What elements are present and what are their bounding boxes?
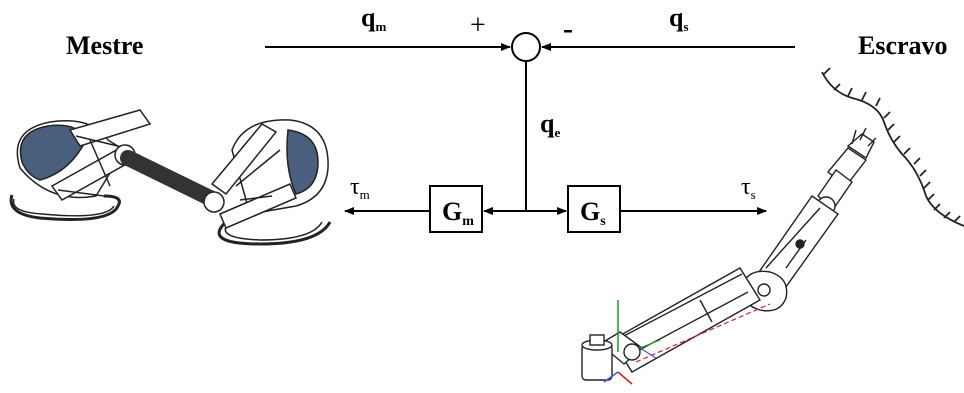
- svg-text:qm: qm: [361, 3, 386, 34]
- tau-m-subscript: m: [360, 187, 370, 202]
- summing-junction: [511, 32, 541, 62]
- plus-sign: +: [470, 10, 486, 41]
- gm-block: [429, 185, 483, 233]
- svg-text:τs: τs: [741, 174, 756, 202]
- slave-label: Escravo: [858, 31, 948, 60]
- gs-block: [567, 185, 621, 233]
- qs-subscript: s: [683, 19, 688, 34]
- svg-text:Gm: Gm: [442, 197, 474, 229]
- gs-letter: G: [580, 197, 600, 226]
- minus-sign: -: [563, 12, 573, 45]
- trajectory-line: [635, 303, 771, 363]
- qm-subscript: m: [375, 19, 386, 34]
- svg-text:Gs: Gs: [580, 197, 606, 229]
- qe-label: q: [540, 109, 555, 138]
- tau-s-subscript: s: [751, 187, 756, 202]
- tau-m-label: τ: [350, 174, 360, 200]
- gm-letter: G: [442, 197, 462, 226]
- slave-environment-wall: [821, 67, 964, 227]
- svg-text:qe: qe: [540, 109, 560, 140]
- svg-text:τm: τm: [350, 174, 370, 202]
- frame-x-axis: [617, 371, 633, 385]
- qs-label: q: [669, 3, 684, 32]
- tau-s-label: τ: [741, 174, 751, 200]
- gs-subscript: s: [600, 214, 606, 229]
- master-haptic-device: [9, 109, 332, 246]
- gm-subscript: m: [462, 214, 474, 229]
- master-right-cap: [286, 129, 319, 195]
- master-label: Mestre: [66, 31, 143, 60]
- frame-z-axis: [603, 371, 619, 383]
- qm-label: q: [361, 3, 376, 32]
- slave-robot-arm: [581, 127, 877, 385]
- svg-text:qs: qs: [669, 3, 689, 34]
- qe-subscript: e: [554, 125, 560, 140]
